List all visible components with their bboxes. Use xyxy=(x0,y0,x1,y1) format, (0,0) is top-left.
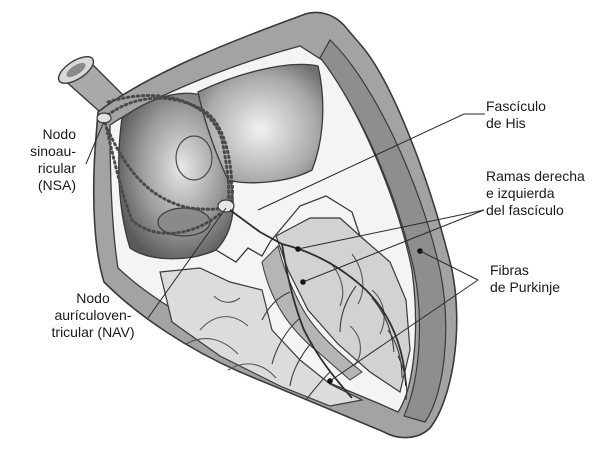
sa-node xyxy=(97,113,111,123)
label-his-bundle: Fascículo de His xyxy=(486,98,596,132)
label-branches-line1: Ramas derecha xyxy=(486,168,612,185)
label-sa-node-line2: sinoau- xyxy=(12,143,76,160)
label-purkinje-line2: de Purkinje xyxy=(490,279,600,296)
label-av-node-line1: Nodo xyxy=(38,290,148,307)
label-bundle-branches: Ramas derecha e izquierda del fascículo xyxy=(486,168,612,219)
label-branches-line3: del fascículo xyxy=(486,202,612,219)
label-sa-node-line1: Nodo xyxy=(12,126,76,143)
label-purkinje-line1: Fibras xyxy=(490,262,600,279)
label-his-line1: Fascículo xyxy=(486,98,596,115)
label-purkinje: Fibras de Purkinje xyxy=(490,262,600,296)
label-av-node-line3: tricular (NAV) xyxy=(38,324,148,341)
label-sa-node: Nodo sinoau- ricular (NSA) xyxy=(12,126,76,194)
label-av-node: Nodo aurículoven- tricular (NAV) xyxy=(38,290,148,341)
label-sa-node-line3: ricular xyxy=(12,160,76,177)
label-his-line2: de His xyxy=(486,115,596,132)
label-branches-line2: e izquierda xyxy=(486,185,612,202)
label-av-node-line2: aurículoven- xyxy=(38,307,148,324)
label-sa-node-line4: (NSA) xyxy=(12,177,76,194)
